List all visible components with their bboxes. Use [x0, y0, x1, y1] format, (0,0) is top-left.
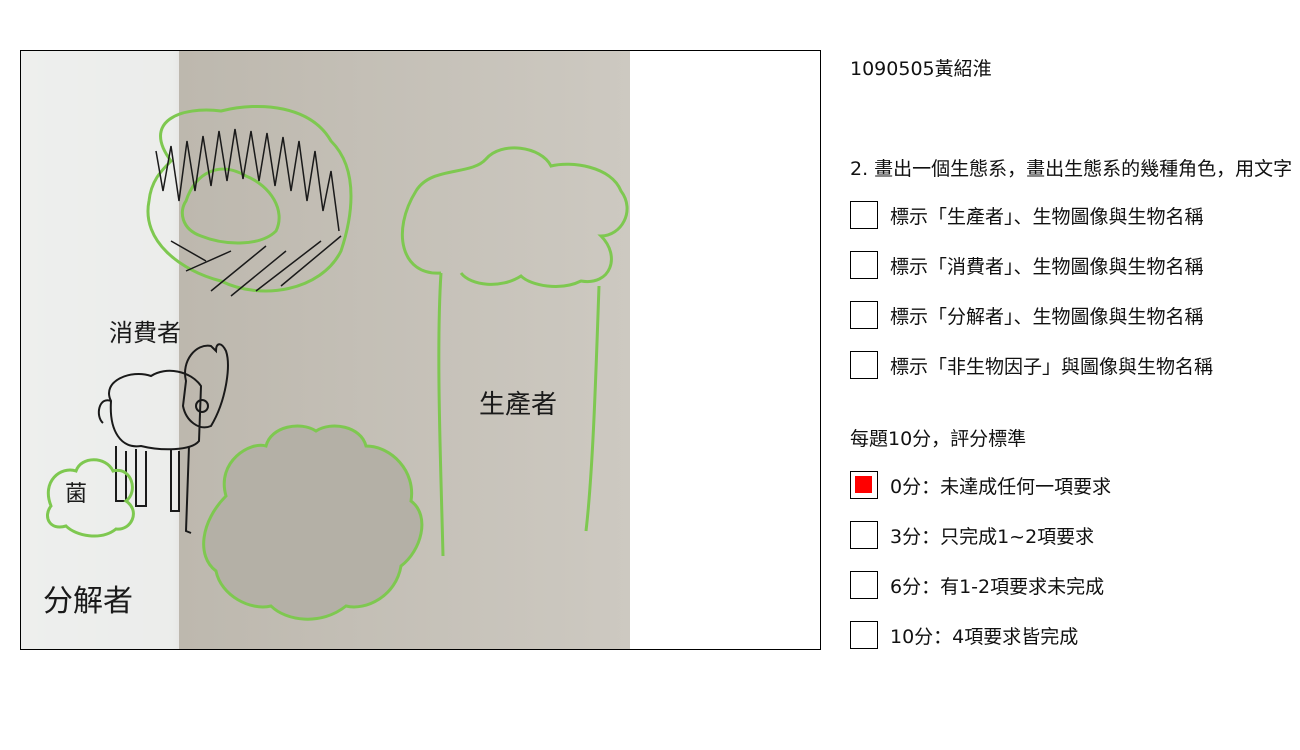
- rubric-checkbox-0[interactable]: [850, 471, 878, 499]
- label-decomposer: 分解者: [43, 584, 133, 619]
- shrub-inner-drawing: [180, 167, 281, 245]
- shrub-outline-drawing: [146, 105, 353, 293]
- rubric-checkbox-3[interactable]: [850, 521, 878, 549]
- rubric-option-10[interactable]: 10分：4項要求皆完成: [850, 619, 1078, 651]
- student-drawing-photo: 消費者 生產者 菌 分解者: [21, 51, 820, 649]
- requirement-row-abiotic[interactable]: 標示「非生物因子」與圖像與生物名稱: [850, 349, 1213, 381]
- student-drawing-frame: 消費者 生產者 菌 分解者: [20, 50, 821, 650]
- animal-tail-drawing: [97, 399, 112, 424]
- requirement-row-consumer[interactable]: 標示「消費者」、生物圖像與生物名稱: [850, 249, 1204, 281]
- label-mushroom: 菌: [65, 482, 87, 507]
- tree-trunk-drawing: [437, 272, 601, 557]
- animal-head-drawing: [181, 343, 229, 429]
- student-id: 1090505黃紹淮: [850, 58, 992, 80]
- rubric-checkbox-6[interactable]: [850, 571, 878, 599]
- requirement-label-producer: 標示「生產者」、生物圖像與生物名稱: [890, 205, 1204, 228]
- requirement-label-abiotic: 標示「非生物因子」與圖像與生物名稱: [890, 355, 1214, 378]
- label-producer: 生產者: [479, 390, 557, 420]
- animal-mouth-drawing: [195, 399, 209, 413]
- label-consumer: 消費者: [109, 319, 181, 347]
- requirement-checkbox-decomposer[interactable]: [850, 301, 878, 329]
- requirement-label-decomposer: 標示「分解者」、生物圖像與生物名稱: [890, 305, 1204, 328]
- requirement-label-consumer: 標示「消費者」、生物圖像與生物名稱: [890, 255, 1204, 278]
- animal-legs-drawing: [115, 445, 192, 534]
- requirement-checkbox-consumer[interactable]: [850, 251, 878, 279]
- rubric-option-6[interactable]: 6分：有1-2項要求未完成: [850, 569, 1104, 601]
- rubric-option-3[interactable]: 3分：只完成1~2項要求: [850, 519, 1094, 551]
- rubric-checkbox-10[interactable]: [850, 621, 878, 649]
- requirement-checkbox-producer[interactable]: [850, 201, 878, 229]
- rubric-label-10: 10分：4項要求皆完成: [890, 625, 1079, 648]
- rubric-title: 每題10分，評分標準: [850, 428, 1027, 450]
- rubric-option-0[interactable]: 0分：未達成任何一項要求: [850, 469, 1111, 501]
- tree-crown-drawing: [400, 146, 629, 288]
- grading-panel: 1090505黃紹淮 2. 畫出一個生態系，畫出生態系的幾種角色，用文字 標示「…: [850, 0, 1300, 750]
- question-text: 2. 畫出一個生態系，畫出生態系的幾種角色，用文字: [850, 158, 1293, 180]
- paper-left-highlight: [21, 51, 179, 649]
- blank-area: [630, 51, 820, 649]
- rubric-label-6: 6分：有1-2項要求未完成: [890, 575, 1105, 598]
- requirement-row-decomposer[interactable]: 標示「分解者」、生物圖像與生物名稱: [850, 299, 1204, 331]
- rubric-label-3: 3分：只完成1~2項要求: [890, 525, 1095, 548]
- requirement-row-producer[interactable]: 標示「生產者」、生物圖像與生物名稱: [850, 199, 1204, 231]
- bottom-shrub-drawing: [202, 424, 424, 621]
- shrub-scribble-drawing: [155, 128, 342, 297]
- mushroom-outline-drawing: [46, 458, 135, 538]
- rubric-label-0: 0分：未達成任何一項要求: [890, 475, 1112, 498]
- animal-body-drawing: [108, 369, 203, 451]
- requirement-checkbox-abiotic[interactable]: [850, 351, 878, 379]
